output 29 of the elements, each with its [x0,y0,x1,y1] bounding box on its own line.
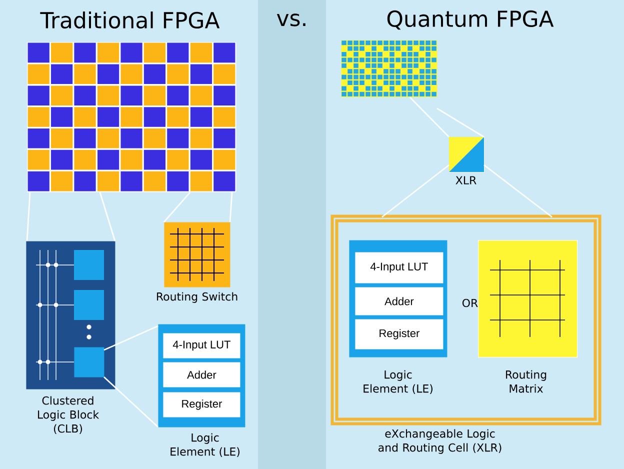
connector-line [382,164,450,218]
connector-line [26,192,31,242]
block-caption: Routing Matrix [506,370,546,393]
function-box: Adder [355,287,444,316]
function-box: Adder [163,362,240,388]
connector-line [229,192,233,222]
function-box: 4-Input LUT [355,252,444,284]
connector-line [410,96,450,138]
connector-line [484,164,552,218]
logic-square [74,347,104,378]
or-label: OR [462,298,478,308]
block-caption: Clustered Logic Block (CLB) [38,396,100,434]
block-caption: Logic Element (LE) [364,370,432,394]
fpga-grid-drawing [341,40,438,98]
connector-line [104,325,158,351]
function-box: Register [355,319,444,350]
function-box: Register [163,392,240,418]
connector-line [163,192,191,222]
fpga-grid-drawing [27,42,236,192]
block-caption: XLR [456,176,476,184]
heading: vs. [276,14,306,26]
block-caption: eXchangeable Logic and Routing Cell (XLR) [378,429,502,454]
connector-line [99,192,116,242]
connector-line [436,108,484,138]
heading: Quantum FPGA [387,10,554,30]
block-caption: Routing Switch [156,292,238,303]
block-caption: Logic Element (LE) [170,433,240,457]
connector-line [104,376,158,428]
function-box: 4-Input LUT [163,333,240,358]
